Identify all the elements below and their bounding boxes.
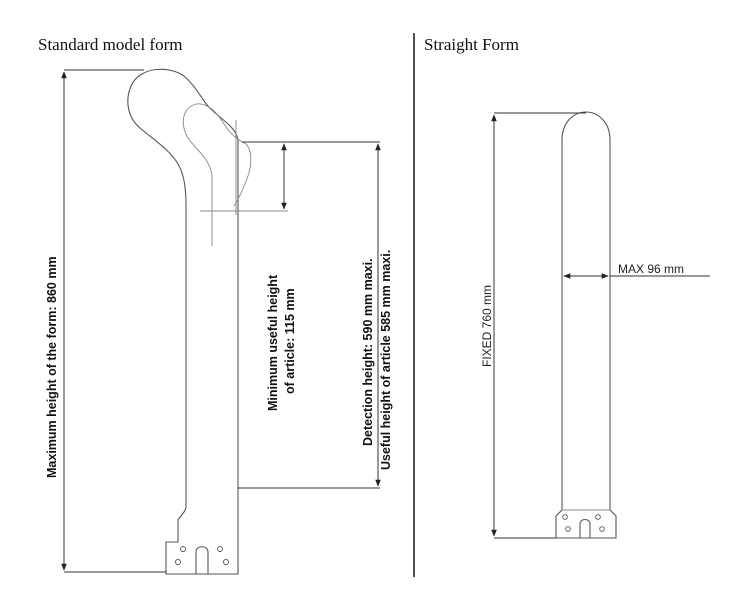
foot-slot <box>195 546 209 574</box>
standard-form-title: Standard model form <box>38 35 182 54</box>
foot-slot <box>579 518 591 538</box>
standard-form-drawing <box>127 68 288 575</box>
detection-label-line2: Useful height of article 585 mm maxi. <box>379 250 393 470</box>
foot-hole <box>175 559 181 565</box>
detection-label-line1: Detection height: 590 mm maxi. <box>361 258 375 446</box>
straight-form-outline <box>555 111 617 539</box>
min-useful-label-line2: of article: 115 mm <box>283 288 297 394</box>
max-height-dimension: Maximum height of the form: 860 mm <box>45 69 166 573</box>
max-height-label: Maximum height of the form: 860 mm <box>45 256 59 478</box>
fixed-height-label: FIXED 760 mm <box>480 285 494 367</box>
standard-form-inner-contour <box>182 103 252 230</box>
min-useful-label-line1: Minimum useful height <box>266 274 280 411</box>
standard-form-outline <box>127 68 239 575</box>
foot-hole <box>595 514 601 520</box>
foot-hole <box>565 526 571 532</box>
max-width-dimension: MAX 96 mm <box>563 262 710 279</box>
straight-form-title: Straight Form <box>424 35 519 54</box>
fixed-height-dimension: FIXED 760 mm <box>480 112 586 539</box>
straight-form-drawing <box>555 111 617 539</box>
foot-hole <box>599 526 605 532</box>
foot-hole <box>180 546 186 552</box>
foot-hole <box>562 514 568 520</box>
foot-hole <box>223 559 229 565</box>
detection-height-dimension: Detection height: 590 mm maxi. Useful he… <box>238 143 393 489</box>
max-width-label: MAX 96 mm <box>618 262 684 276</box>
min-useful-height-dimension: Minimum useful height of article: 115 mm <box>242 141 380 411</box>
foot-hole <box>217 546 223 552</box>
